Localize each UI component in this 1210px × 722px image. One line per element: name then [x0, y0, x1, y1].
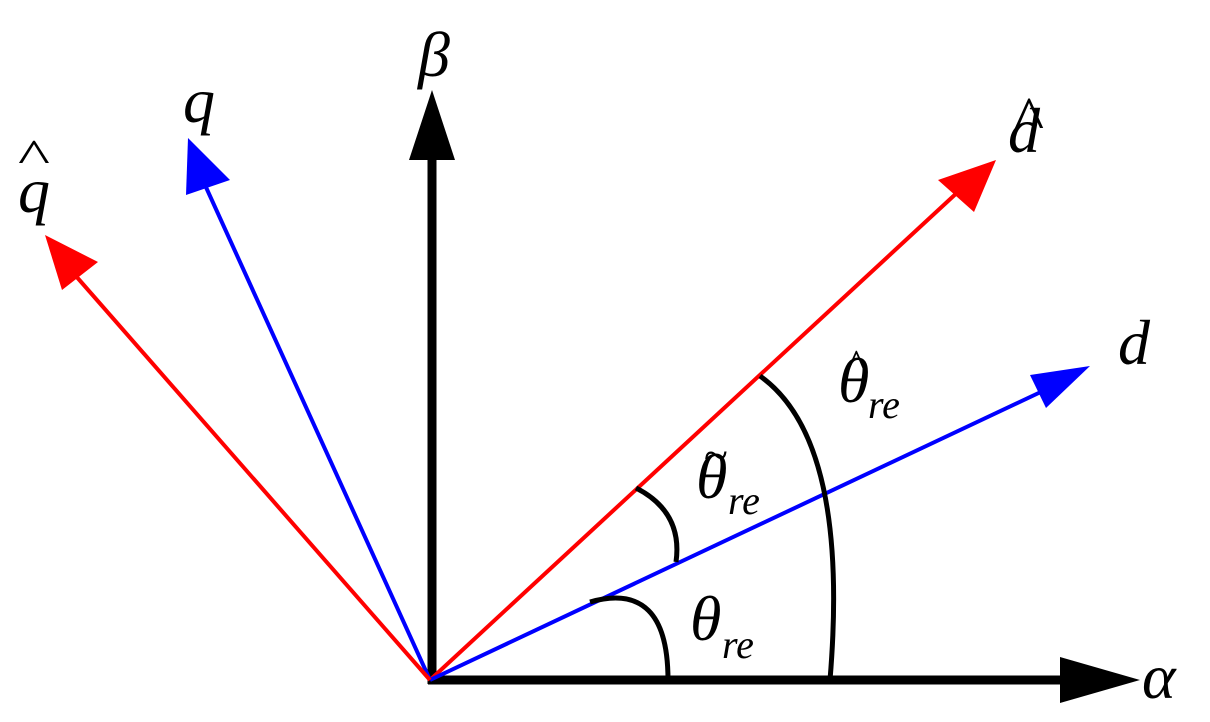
d-axis [429, 388, 1046, 682]
d-label: d [1118, 307, 1151, 378]
theta-hat-subscript: re [868, 382, 900, 427]
theta-tilde-symbol: θ [696, 441, 727, 512]
theta-hat-symbol: θ [838, 345, 869, 416]
theta-tilde-arc [634, 485, 680, 563]
beta-label: β [416, 19, 450, 90]
theta-tilde-subscript: re [728, 478, 760, 523]
d-hat-axis-arrowhead [938, 160, 996, 212]
theta-hat-hat-mark: ^ [846, 341, 867, 390]
theta-re-symbol: θ [690, 583, 721, 654]
q-hat-hat-mark: ^ [18, 130, 50, 183]
q-axis-arrowhead [186, 138, 230, 195]
theta-re-arc [589, 595, 671, 681]
d-hat-hat-mark: ^ [1014, 83, 1044, 154]
q-hat-axis [73, 273, 432, 682]
alpha-axis-arrowhead [1060, 657, 1140, 703]
theta-re-subscript: re [722, 622, 754, 667]
beta-axis-arrowhead [409, 90, 455, 160]
q-hat-label: q [18, 155, 50, 226]
d-axis-arrowhead [1030, 366, 1090, 408]
theta-tilde-tilde-mark: ~ [704, 431, 728, 480]
d-hat-label: d [1008, 95, 1041, 166]
q-axis [203, 184, 432, 681]
d-hat-axis [428, 188, 962, 682]
q-hat-axis-arrowhead [45, 235, 98, 290]
q-label: q [183, 65, 215, 136]
alpha-label: α [1142, 641, 1177, 712]
theta-hat-arc [758, 373, 837, 681]
